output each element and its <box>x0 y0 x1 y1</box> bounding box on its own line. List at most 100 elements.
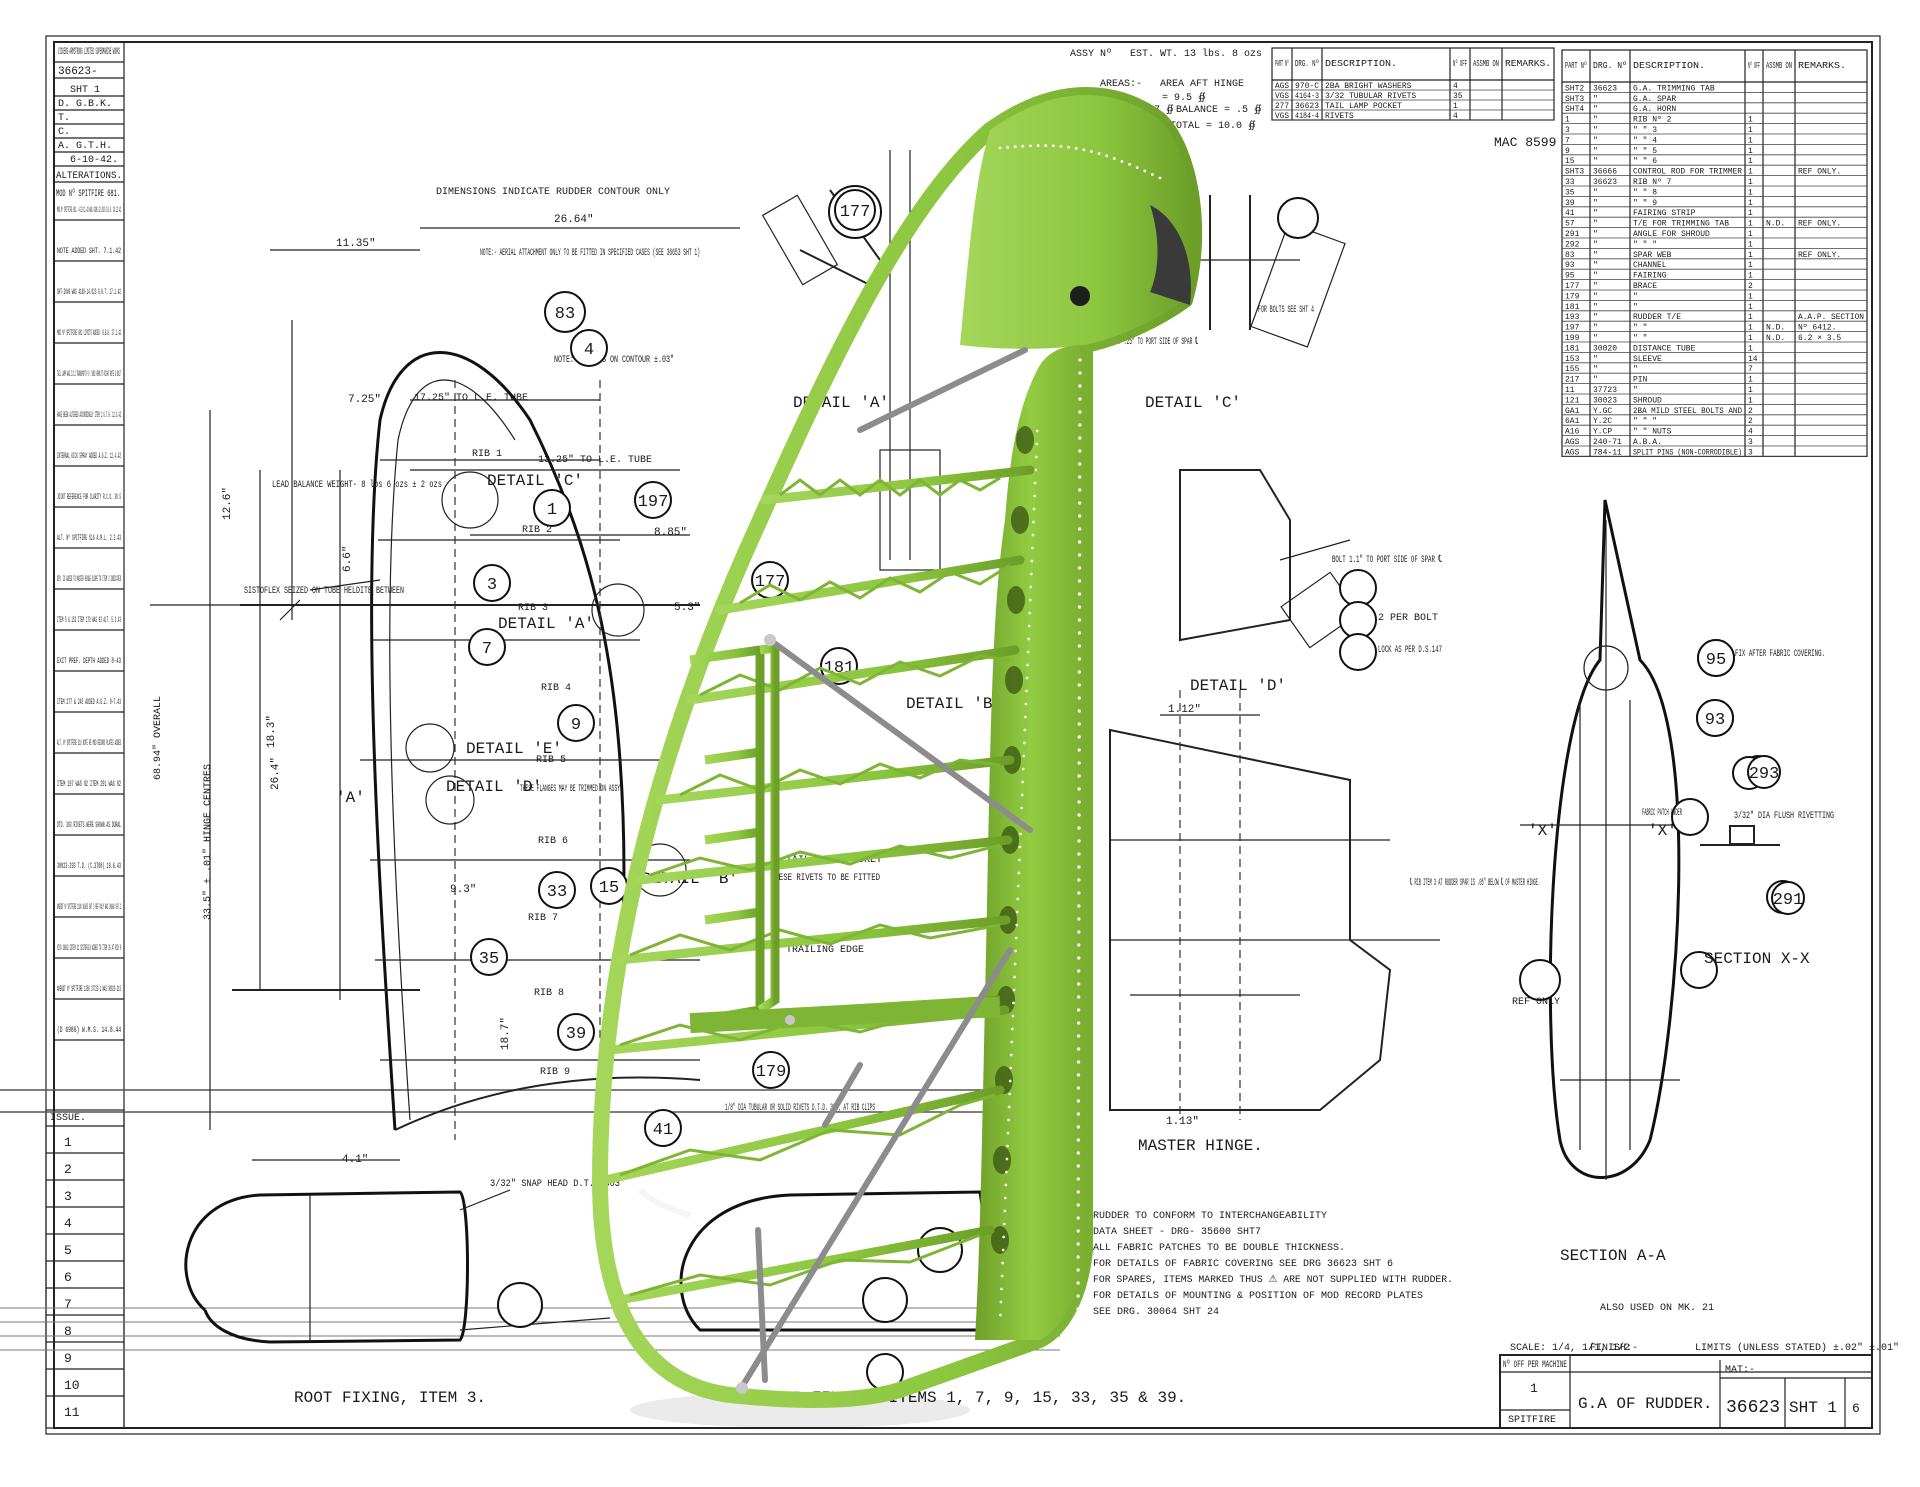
table-cell: " " 4 <box>1633 136 1657 145</box>
table-cell: 1 <box>1748 168 1753 177</box>
alteration-note: SHT-2049 WAS 4168-14.023 G.H.T. 17.1.42 <box>57 288 121 297</box>
table-cell: RIB Nº 7 <box>1633 178 1672 187</box>
table-cell: 197 <box>1565 324 1580 333</box>
table-cell: " <box>1593 261 1598 270</box>
table-cell: Nº 6412. <box>1798 324 1836 333</box>
rivet <box>1076 1255 1080 1259</box>
rivet <box>1029 572 1033 576</box>
item-balloon <box>644 1109 682 1147</box>
note-ref-only: REF ONLY <box>1512 997 1560 1008</box>
section-aa-view <box>1519 499 1800 1180</box>
issue-number: 2 <box>64 1162 72 1177</box>
table-cell: 1 <box>1748 157 1753 166</box>
note-for-bolts: FOR BOLTS SEE SHT 4 <box>1258 305 1314 316</box>
table-cell: SHT3 <box>1565 168 1584 177</box>
note-trailing-edge: TRAILING EDGE <box>786 945 864 956</box>
table-cell: " <box>1633 386 1638 395</box>
rib-label: RIB 7 <box>528 913 558 924</box>
interchange-note: FOR DETAILS OF FABRIC COVERING SEE DRG 3… <box>1093 1259 1393 1270</box>
table-cell: 199 <box>1565 334 1580 343</box>
item-balloon-number: 3 <box>487 576 497 595</box>
alteration-note: ALT. Nº SPITFIRE 516 NOTE RE MOD RECORD … <box>57 739 121 748</box>
rivet <box>1077 852 1081 856</box>
rivet <box>1077 514 1082 518</box>
rivet <box>1076 1073 1081 1077</box>
strip-approved: A. G.T.H. <box>58 141 112 152</box>
alteration-note: VICK 36662 ISTEM 31 SISTOFLEX ADDED TO I… <box>57 944 121 953</box>
est-weight: EST. WT. 13 lbs. 8 ozs <box>1130 48 1262 60</box>
table-cell: 1 <box>1748 116 1753 125</box>
rivet <box>1076 1281 1080 1285</box>
detail-c-callout: DETAIL 'C' <box>487 472 583 490</box>
table-cell: 291 <box>1565 230 1580 239</box>
rivet <box>1077 813 1081 817</box>
table-cell: VGS <box>1275 112 1289 121</box>
rivet <box>999 1313 1002 1317</box>
table-cell: " " " <box>1633 240 1657 249</box>
strip-sheet: SHT 1 <box>70 85 100 96</box>
alteration-note: HAVE BEEN ALTERED ACCORDINGLY ITEM 1 G.T… <box>57 411 121 420</box>
rivet <box>1076 1060 1081 1064</box>
table-cell: 970-C <box>1295 82 1319 91</box>
table-cell: " <box>1593 116 1598 125</box>
rivet <box>1077 891 1081 895</box>
table-cell: 1 <box>1748 136 1753 145</box>
rivet <box>1010 1040 1014 1044</box>
rib-label: RIB 2 <box>522 525 552 536</box>
rivet <box>1076 1008 1081 1012</box>
table-cell: BRACE <box>1633 282 1657 291</box>
rivet <box>1076 1203 1080 1207</box>
rivet <box>1021 767 1025 771</box>
rivet <box>1023 728 1027 732</box>
rivet <box>1078 501 1082 505</box>
table-cell: 2BA BRIGHT WASHERS <box>1325 82 1412 91</box>
table-cell: T/E FOR TRIMMING TAB <box>1633 220 1729 229</box>
interchange-note: FOR DETAILS OF MOUNTING & POSITION OF MO… <box>1093 1291 1423 1302</box>
rivet <box>1076 1294 1080 1298</box>
rivet <box>1077 657 1082 661</box>
rivet <box>1044 144 1048 148</box>
rivet <box>1018 845 1022 849</box>
table-cell: " " " <box>1633 417 1657 426</box>
interchangeability-notes: RUDDER TO CONFORM TO INTERCHANGEABILITYD… <box>1093 1211 1453 1318</box>
table-cell: 1 <box>1748 344 1753 353</box>
table-cell: 1 <box>1748 178 1753 187</box>
table-cell: 36666 <box>1593 168 1617 177</box>
issue-number: 5 <box>64 1243 72 1258</box>
table-cell: CHANNEL <box>1633 261 1667 270</box>
table-cell: RIVETS <box>1325 112 1354 121</box>
dim-overall-chord: 26.64" <box>554 214 594 226</box>
table-cell: 57 <box>1565 220 1575 229</box>
alteration-note: EXIT PREF. DEPTH ADDED 8-43 <box>57 657 121 666</box>
alteration-note: MOD Nº SPITFIRE 681 LIMITS ADDED. B.B.K.… <box>57 329 121 338</box>
finish: FINISH:- <box>1590 1343 1638 1354</box>
table-cell: " <box>1593 376 1598 385</box>
rivet <box>1077 566 1082 570</box>
dim-4-1: 4.1" <box>342 1154 368 1166</box>
table-cell: A.A.P. SECTION <box>1798 313 1864 322</box>
rivet <box>1077 761 1081 765</box>
material: MAT:- <box>1725 1365 1755 1376</box>
rivet <box>1023 715 1027 719</box>
rivet <box>1077 969 1081 973</box>
rivet <box>1076 1307 1080 1311</box>
table-header: DRG. Nº <box>1295 59 1319 69</box>
table-cell: ANGLE FOR SHROUD <box>1633 230 1710 239</box>
rivet <box>1077 670 1082 674</box>
rivet <box>1089 149 1093 153</box>
table-cell: 1 <box>1748 334 1753 343</box>
rivet <box>1078 436 1082 440</box>
note-also-used: ALSO USED ON MK. 21 <box>1600 1303 1714 1314</box>
master-hinge-view <box>1109 690 1440 1120</box>
table-cell: AGS <box>1565 438 1580 447</box>
rivet <box>1077 592 1082 596</box>
item-balloon-number: 93 <box>1705 711 1725 730</box>
dim-7-25: 7.25" <box>348 394 381 406</box>
table-cell: 1 <box>1748 240 1753 249</box>
rivet <box>1020 793 1024 797</box>
rivet <box>1077 722 1081 726</box>
rivet <box>1076 1229 1080 1233</box>
table-cell: 1 <box>1748 147 1753 156</box>
